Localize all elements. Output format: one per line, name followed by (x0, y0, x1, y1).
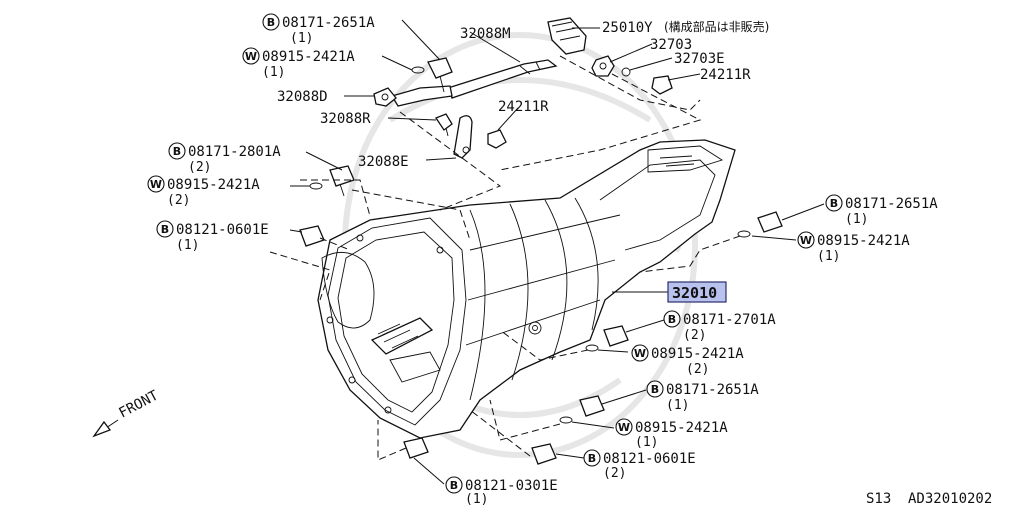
svg-text:08171-2651A: 08171-2651A (282, 15, 375, 31)
callout-b-08171-2801a[interactable]: B 08171-2801A (2) (168, 142, 281, 175)
svg-text:08915-2421A: 08915-2421A (651, 346, 744, 362)
svg-text:(1): (1) (176, 238, 199, 253)
label-32088r[interactable]: 32088R (320, 111, 371, 127)
callout-b-08171-2651a-right[interactable]: B 08171-2651A (1) (825, 194, 938, 227)
callout-w-08915-2421a-left[interactable]: W 08915-2421A (2) (147, 175, 260, 208)
front-direction-indicator: FRONT (92, 387, 162, 438)
svg-text:(1): (1) (666, 398, 689, 413)
label-32703e[interactable]: 32703E (674, 51, 725, 67)
svg-text:(2): (2) (167, 193, 190, 208)
label-24211r-mid[interactable]: 24211R (498, 99, 549, 115)
svg-text:W: W (150, 178, 162, 191)
callout-b-08121-0601e-bot[interactable]: B 08121-0601E (2) (583, 449, 696, 481)
callout-b-08121-0301e[interactable]: B 08121-0301E (1) (445, 476, 558, 507)
leader-lines (289, 19, 825, 485)
callout-b-08171-2701a[interactable]: B 08171-2701A (2) (663, 310, 776, 343)
label-32088m[interactable]: 32088M (460, 26, 511, 42)
page-code: S13 (866, 491, 891, 507)
svg-text:08171-2801A: 08171-2801A (188, 144, 281, 160)
svg-text:(2): (2) (683, 328, 706, 343)
svg-text:(2): (2) (603, 466, 626, 481)
front-label: FRONT (116, 387, 161, 421)
callout-labels: B 08171-2651A (1) W 08915-2421A (1) 3208… (147, 13, 938, 507)
callout-w-08915-2421a-right[interactable]: W 08915-2421A (1) (797, 231, 910, 264)
svg-text:(1): (1) (635, 435, 658, 450)
label-24211r-top[interactable]: 24211R (700, 67, 751, 83)
svg-text:08915-2421A: 08915-2421A (635, 420, 728, 436)
svg-text:W: W (800, 234, 812, 247)
svg-text:(1): (1) (465, 492, 488, 507)
svg-text:08171-2651A: 08171-2651A (845, 196, 938, 212)
svg-text:B: B (161, 223, 169, 236)
left-fasteners (299, 165, 355, 247)
footer: S13 AD32010202 (866, 491, 992, 507)
svg-text:08915-2421A: 08915-2421A (167, 177, 260, 193)
svg-text:08171-2701A: 08171-2701A (683, 312, 776, 328)
svg-text:B: B (651, 383, 659, 396)
svg-text:B: B (830, 197, 838, 210)
label-32088d[interactable]: 32088D (277, 89, 328, 105)
callout-w-08915-2421a-r2[interactable]: W 08915-2421A (2) (631, 344, 744, 377)
svg-text:25010Y: 25010Y (602, 20, 653, 36)
svg-text:(2): (2) (188, 160, 211, 175)
svg-text:W: W (618, 421, 630, 434)
svg-text:08915-2421A: 08915-2421A (817, 233, 910, 249)
assembly-dashed-lines (269, 55, 741, 461)
linkage-parts (373, 57, 558, 159)
svg-text:B: B (588, 452, 596, 465)
svg-text:(1): (1) (817, 249, 840, 264)
right-fasteners (403, 211, 783, 465)
svg-text:(2): (2) (686, 362, 709, 377)
svg-text:(1): (1) (290, 31, 313, 46)
svg-text:W: W (634, 347, 646, 360)
speedometer-parts (547, 17, 673, 95)
callout-b-08171-2651a-r3[interactable]: B 08171-2651A (1) (646, 380, 759, 413)
svg-text:(構成部品は非販売): (構成部品は非販売) (664, 19, 769, 34)
label-32088e[interactable]: 32088E (358, 154, 409, 170)
svg-text:B: B (668, 313, 676, 326)
svg-text:B: B (267, 16, 275, 29)
svg-text:32010: 32010 (672, 284, 717, 302)
svg-text:B: B (173, 145, 181, 158)
callout-w-08915-2421a-top[interactable]: W 08915-2421A (1) (242, 47, 355, 80)
transmission-assembly (317, 139, 736, 439)
svg-text:08121-0601E: 08121-0601E (176, 222, 269, 238)
svg-text:08171-2651A: 08171-2651A (666, 382, 759, 398)
diagram-code: AD32010202 (908, 491, 992, 507)
svg-text:08121-0601E: 08121-0601E (603, 451, 696, 467)
svg-text:B: B (450, 479, 458, 492)
svg-text:08915-2421A: 08915-2421A (262, 49, 355, 65)
svg-text:W: W (245, 50, 257, 63)
callout-32010-highlight[interactable]: 32010 (667, 281, 727, 303)
callout-25010y[interactable]: 25010Y (構成部品は非販売) (602, 19, 769, 36)
arrow-icon (92, 420, 112, 438)
svg-text:08121-0301E: 08121-0301E (465, 478, 558, 494)
callout-w-08915-2421a-r3[interactable]: W 08915-2421A (1) (615, 418, 728, 450)
callout-b-08171-2651a-top[interactable]: B 08171-2651A (1) (262, 13, 375, 46)
svg-text:(1): (1) (262, 65, 285, 80)
callout-b-08121-0601e-left[interactable]: B 08121-0601E (1) (156, 220, 269, 253)
svg-text:(1): (1) (845, 212, 868, 227)
label-32703[interactable]: 32703 (650, 37, 692, 53)
